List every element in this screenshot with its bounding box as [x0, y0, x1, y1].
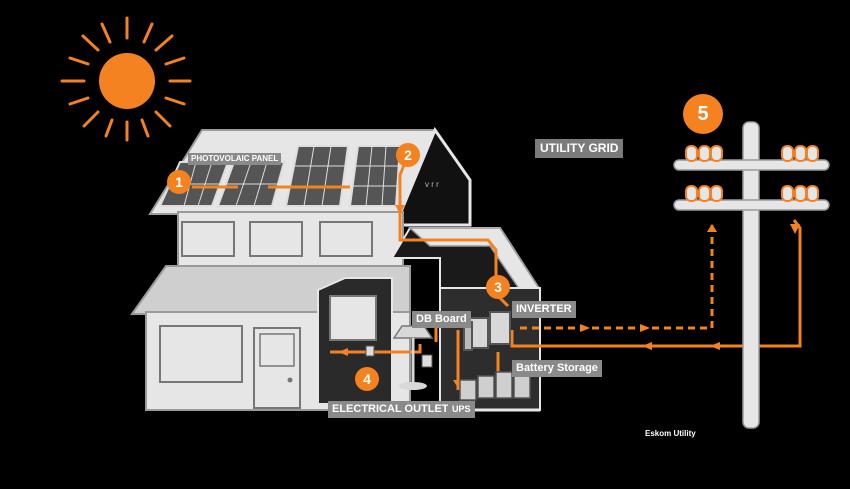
sun-icon [60, 16, 192, 142]
battery-storage-label: Battery Storage [512, 360, 602, 377]
step-badge-4: 4 [355, 367, 379, 391]
insulator-icon [685, 145, 819, 202]
ups-label: UPS [448, 401, 475, 418]
inverter-icon [463, 311, 511, 351]
power-flow-lines [192, 164, 802, 390]
step-badge-1: 1 [167, 170, 191, 194]
lamp-icon [365, 325, 434, 390]
electrical-outlets-label: ELECTRICAL OUTLETS [328, 401, 460, 418]
utility-grid-label: UTILITY GRID [535, 139, 624, 158]
eskom-utility-label: Eskom Utility [645, 429, 696, 438]
step-badge-5: 5 [683, 94, 723, 134]
inverter-label: INVERTER [512, 301, 576, 318]
arrow-icon [338, 205, 800, 388]
utility-pole-icon [673, 121, 830, 429]
step-badge-2: 2 [396, 143, 420, 167]
roof-mark: v r r [425, 180, 439, 189]
db-board-label: DB Board [412, 311, 471, 328]
pv-panel-label: PHOTOVOLAIC PANEL [188, 153, 282, 165]
step-badge-3: 3 [486, 275, 510, 299]
